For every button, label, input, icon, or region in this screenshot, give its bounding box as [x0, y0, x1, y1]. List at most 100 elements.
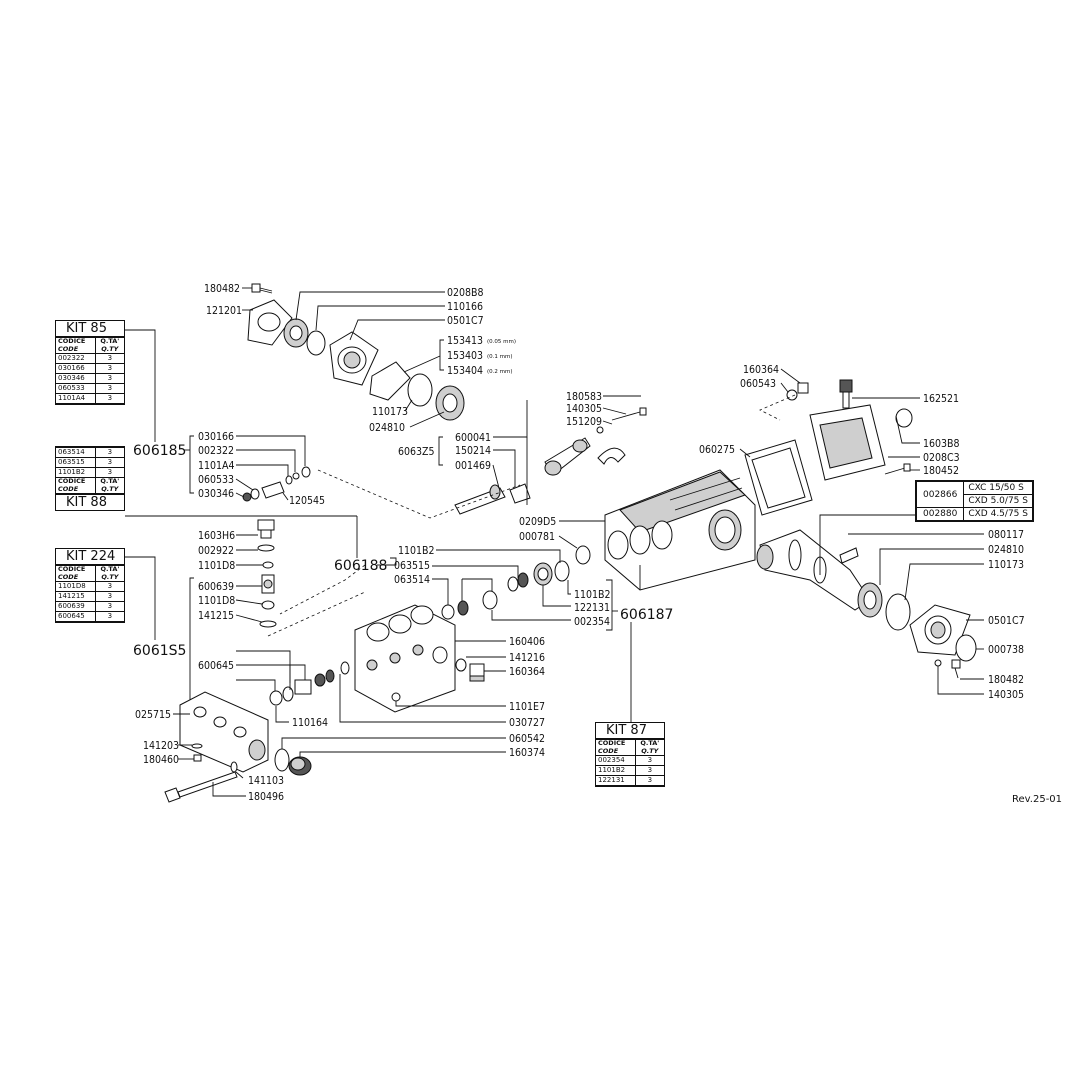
- kit-224-code: 600645: [56, 611, 96, 622]
- leaders-conrod: [317, 395, 641, 519]
- valve-parts-lower: [269, 661, 350, 706]
- label-0208C3: 0208C3: [923, 452, 960, 464]
- screw-180460: [193, 754, 202, 762]
- leaders-crankshaft: [819, 514, 984, 695]
- leaders-mid: [125, 515, 632, 722]
- label-000738: 000738: [988, 644, 1024, 656]
- ring-141215: [259, 620, 277, 628]
- label-141203: 141203: [143, 740, 179, 752]
- kit-224-code: 600639: [56, 601, 96, 612]
- kit-85-code: 030166: [56, 363, 96, 374]
- label-063514: 063514: [394, 574, 430, 586]
- oring-1101D8-a: [262, 561, 274, 569]
- model-code: 002880: [915, 507, 965, 521]
- kit-85-qty: 3: [94, 353, 124, 364]
- oring-110173-right: [885, 593, 911, 631]
- label-160406: 160406: [509, 636, 545, 648]
- kit-224-qty: 3: [94, 591, 124, 602]
- label-606187: 606187: [620, 607, 673, 623]
- leaders-crankcase: [558, 520, 605, 549]
- kit-85-code: 060533: [56, 383, 96, 394]
- label-080117: 080117: [988, 529, 1024, 541]
- gasket-060275: [744, 439, 813, 516]
- label-180460: 180460: [143, 754, 179, 766]
- pin-150214: [509, 483, 531, 504]
- kit-85-code: 002322: [56, 353, 96, 364]
- model-grid: 002866 CXC 15/50 S CXD 5.0/75 S 002880 C…: [915, 481, 1033, 521]
- label-1101E7: 1101E7: [509, 701, 545, 713]
- label-1603B8: 1603B8: [923, 438, 960, 450]
- revision-label: Rev.25-01: [1012, 794, 1063, 805]
- kit-85-qty: 3: [94, 373, 124, 384]
- label-024810-top: 024810: [369, 422, 405, 434]
- manifold-head-160406: [354, 604, 456, 713]
- leaders-topright: [739, 368, 920, 471]
- crankcase-0209D5: [604, 469, 756, 591]
- seal-002322: [292, 472, 300, 480]
- ring-063514: [482, 590, 498, 610]
- label-141216: 141216: [509, 652, 545, 664]
- kit-88-col-qty: Q.TA'Q.TY: [94, 477, 124, 494]
- label-151209: 151209: [566, 416, 602, 428]
- top-cover-parts: [247, 283, 465, 421]
- retainer-122131: [533, 562, 553, 586]
- kit-87-title: KIT 87: [596, 723, 664, 739]
- label-110173-top: 110173: [372, 406, 408, 418]
- label-1101D8-b: 1101D8: [198, 595, 235, 607]
- label-030166: 030166: [198, 431, 234, 443]
- kit-88-qty: 3: [94, 457, 124, 468]
- label-110164: 110164: [292, 717, 328, 729]
- leaders-top: [242, 287, 445, 428]
- key-080117: [839, 547, 859, 564]
- kit-224-title: KIT 224: [56, 549, 124, 565]
- small-parts-bottom: [164, 743, 238, 803]
- kit-88-code: 063515: [56, 457, 96, 468]
- label-606188: 606188: [334, 558, 387, 574]
- label-140305-right: 140305: [988, 689, 1024, 701]
- kit-224-col-qty: Q.TA'Q.TY: [94, 565, 124, 582]
- label-600639: 600639: [198, 581, 234, 593]
- label-606185: 606185: [133, 443, 186, 459]
- seal-parts-mid: [441, 560, 570, 620]
- table-row: 002866 CXC 15/50 S: [915, 481, 1033, 508]
- label-141215: 141215: [198, 610, 234, 622]
- oring-060542-and-plug-160374: [274, 748, 312, 776]
- seal-063515: [457, 600, 469, 616]
- washer-060543: [786, 389, 798, 401]
- leaders-left-mid: [184, 435, 306, 501]
- label-160374: 160374: [509, 747, 545, 759]
- crankshaft-parts: [756, 529, 977, 679]
- label-122131: 122131: [574, 602, 610, 614]
- kit-224-code: 141215: [56, 591, 96, 602]
- kit-85-code: 1101A4: [56, 393, 96, 404]
- rod-600041: [544, 437, 591, 476]
- seal-060533: [250, 488, 260, 500]
- kit-87-qty: 3: [634, 765, 664, 776]
- oring-141216: [455, 658, 467, 672]
- kit-224-qty: 3: [94, 601, 124, 612]
- bolt-180583: [611, 407, 647, 421]
- kit-87-code: 122131: [596, 775, 636, 786]
- oring-110164: [269, 690, 283, 706]
- label-063515: 063515: [394, 560, 430, 572]
- label-153413-note: (0.05 mm): [487, 339, 516, 345]
- valve-600639: [261, 574, 275, 594]
- label-150214: 150214: [455, 445, 491, 457]
- oring-1101D8-b: [261, 600, 275, 610]
- oring-002922: [257, 544, 275, 552]
- label-140305-top: 140305: [566, 403, 602, 415]
- table-row: 002880 CXD 4.5/75 S: [915, 507, 1033, 521]
- kit-85-qty: 3: [94, 393, 124, 404]
- label-002322: 002322: [198, 445, 234, 457]
- label-120545: 120545: [289, 495, 325, 507]
